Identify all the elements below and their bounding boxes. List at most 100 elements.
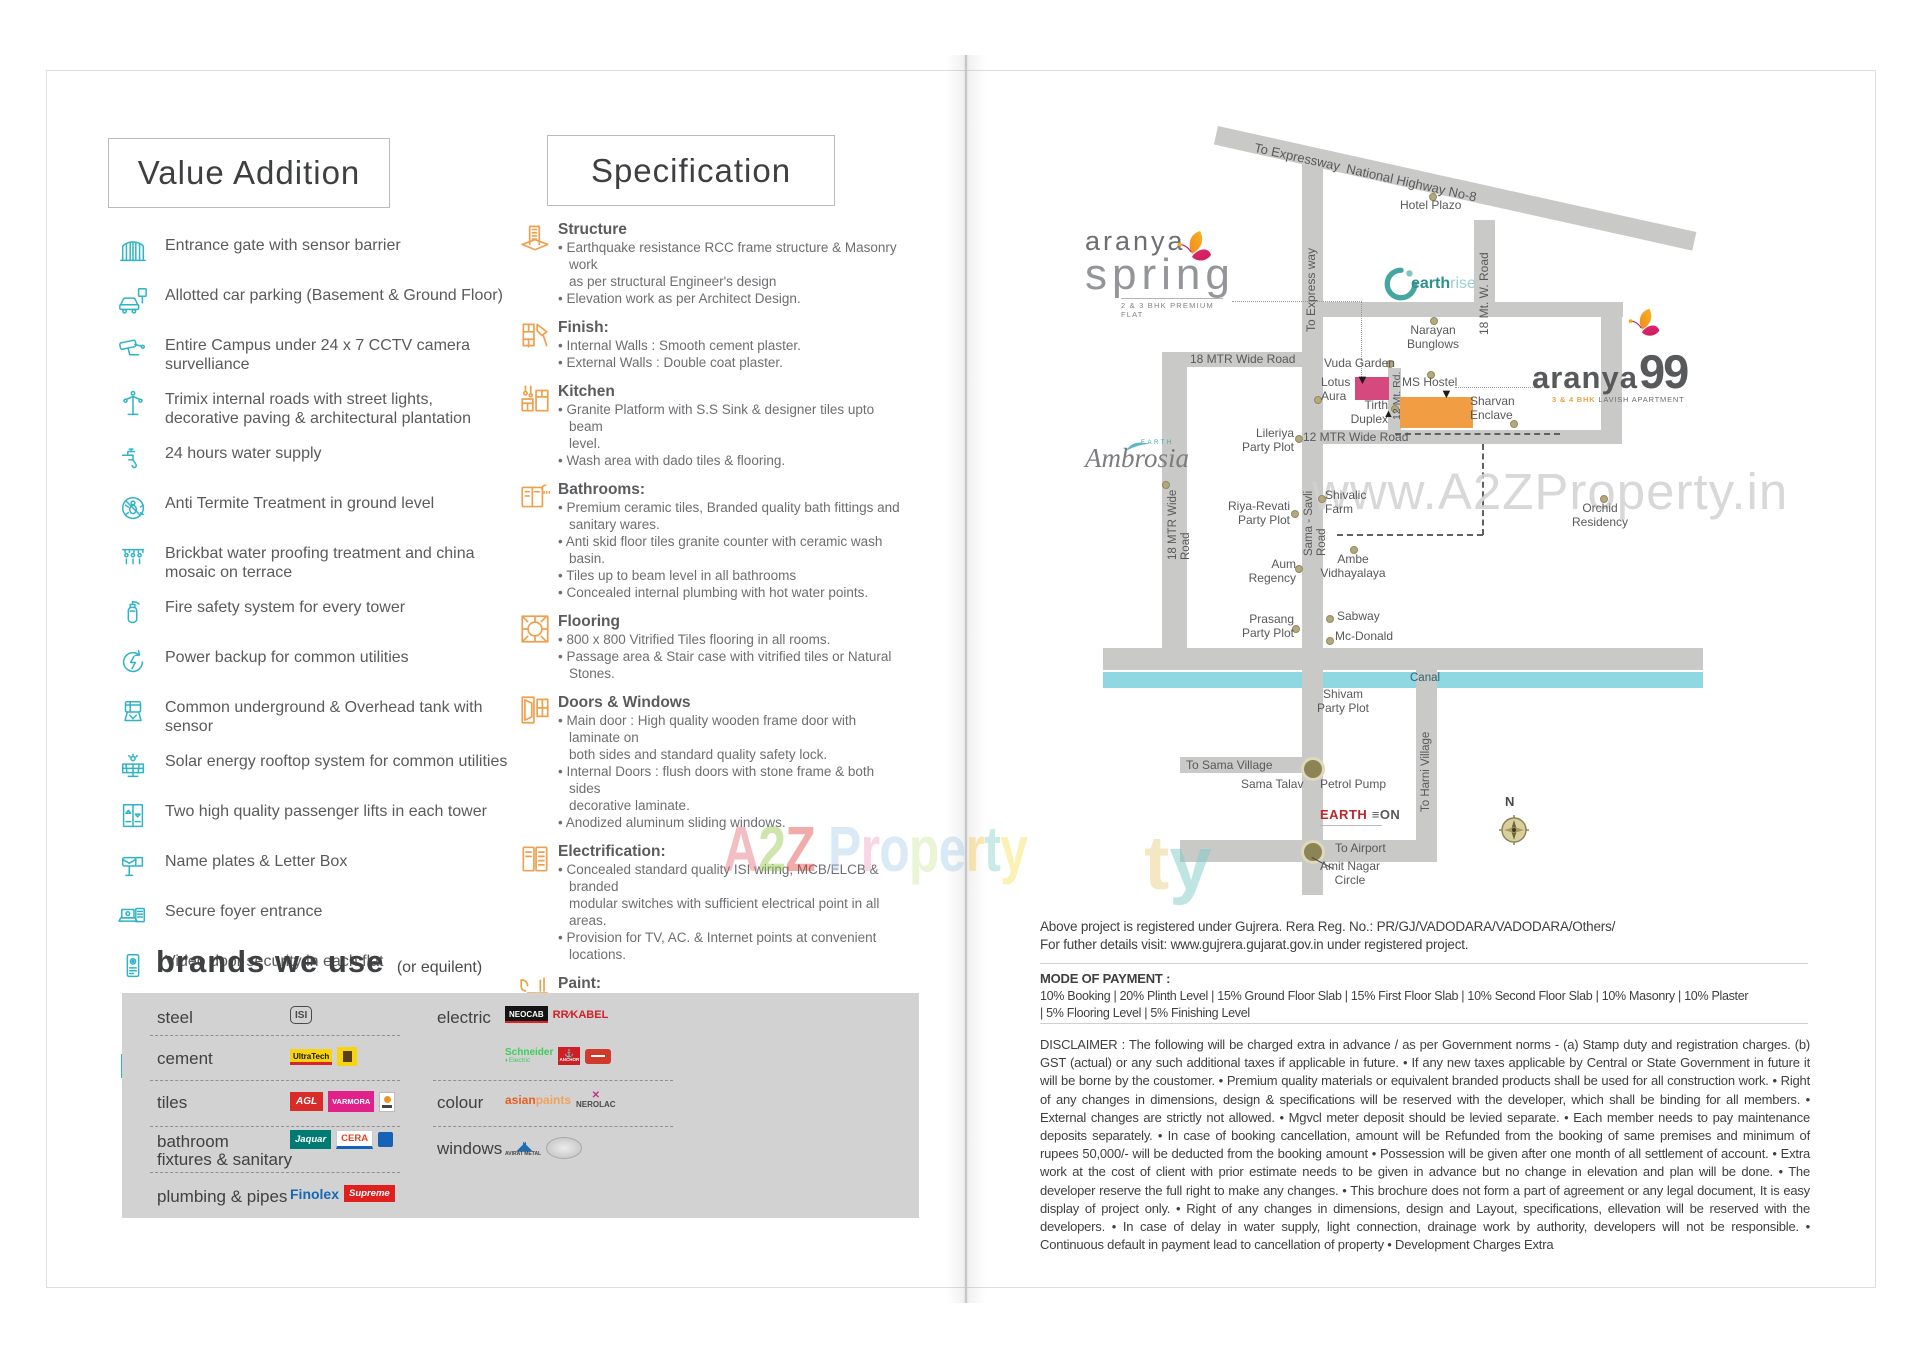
spec-section-heading: Paint: <box>558 975 602 992</box>
disclaimer-text: DISCLAIMER : The following will be charg… <box>1040 1037 1810 1253</box>
solar-panel-icon <box>118 751 148 786</box>
map-label-canal: Canal <box>1410 672 1441 684</box>
rera-registration-line1: Above project is registered under Gujrer… <box>1040 919 1616 934</box>
brand-logo-varmora: VARMORA <box>328 1091 375 1112</box>
spec-bullet: • Concealed internal plumbing with hot w… <box>558 585 869 600</box>
brand-logo-row: Schneider◐Electric⚓ANCHOR <box>505 1047 612 1065</box>
map-label-18mtr-wide-road-h: 18 MTR Wide Road <box>1190 352 1296 366</box>
butterfly-icon <box>1628 308 1660 336</box>
brand-category-label: cement <box>157 1049 213 1068</box>
earthrise-logo-text-b: rise <box>1450 275 1476 292</box>
spec-bullet: • 800 x 800 Vitrified Tiles flooring in … <box>558 632 831 647</box>
brand-logo-oval <box>546 1137 583 1159</box>
ambrosia-wave-icon <box>1126 442 1150 451</box>
brand-category-label: windows <box>437 1139 503 1158</box>
map-label-shivam-party-plot: Shivam Party Plot <box>1316 687 1370 715</box>
dashed-route-bottom <box>1337 534 1483 536</box>
footer-block: Above project is registered under Gujrer… <box>1040 918 1810 1254</box>
road-to-sama-village <box>1180 757 1303 773</box>
value-addition-item: Video door security in each flat <box>118 953 538 986</box>
map-label-12mtr-wide-road-h: 12 MTR Wide Road <box>1303 430 1409 444</box>
map-landmark-dot <box>1295 565 1303 573</box>
dotted-leader-spring-v <box>1361 301 1362 377</box>
structure-icon <box>518 220 552 307</box>
footer-divider-1 <box>1040 963 1808 964</box>
map-landmark-dot <box>1326 637 1334 645</box>
value-addition-title: Value Addition <box>137 154 361 191</box>
value-addition-item-text: Anti Termite Treatment in ground level <box>165 495 435 512</box>
brand-category-label: tiles <box>157 1093 188 1112</box>
map-label-sabway: Sabway <box>1337 609 1380 623</box>
value-addition-item: Entire Campus under 24 x 7 CCTV camera s… <box>118 337 538 374</box>
waterproofing-icon <box>118 543 148 582</box>
specification-title-box: Specification <box>547 135 835 206</box>
map-label-lileriya-party-plot: Lileriya Party Plot <box>1241 426 1294 454</box>
map-label-lotus-aura: Lotus Aura <box>1321 375 1351 403</box>
watermark-corner: ty <box>1144 821 1212 906</box>
spec-bullet: • Internal Walls : Smooth cement plaster… <box>558 338 801 353</box>
flooring-icon <box>518 612 552 682</box>
value-addition-item-text: Brickbat water proofing treatment and ch… <box>165 545 475 581</box>
brands-heading: brands we use (or equilent) <box>156 944 482 980</box>
map-landmark-dot <box>1295 435 1303 443</box>
value-addition-title-box: Value Addition <box>108 138 390 208</box>
aranya-99-logo: aranya99 3 & 4 BHK LAVISH APARTMENT <box>1532 308 1707 404</box>
dotted-leader-aranya99 <box>1455 387 1537 388</box>
ambrosia-logo-top-text: EARTH <box>1141 440 1174 446</box>
secure-foyer-icon <box>118 901 148 936</box>
value-addition-item: Name plates & Letter Box <box>118 853 538 886</box>
aranya99-site-marker-icon: ▼ <box>1440 386 1453 401</box>
spec-section-heading: Finish: <box>558 319 609 336</box>
watermark-map: www.A2ZProperty.in <box>1312 463 1789 520</box>
value-addition-item-text: Solar energy rooftop system for common u… <box>165 753 508 770</box>
spec-section: Finish: • Internal Walls : Smooth cement … <box>518 318 938 371</box>
spring-site-marker-icon: ▼ <box>1356 372 1369 387</box>
letter-box-icon <box>118 851 148 886</box>
water-tank-icon <box>118 697 148 736</box>
map-landmark-dot <box>1427 371 1435 379</box>
map-landmark-dot <box>1391 405 1399 413</box>
brand-logo-row: ISI <box>290 1006 313 1024</box>
eartheon-logo-text-b: ≡ON <box>1371 807 1401 822</box>
map-label-compass-n: N <box>1505 794 1515 809</box>
map-label-riya-revati-party-plot: Riya-Revati Party Plot <box>1228 499 1291 527</box>
map-landmark-dot <box>1318 495 1326 503</box>
power-backup-icon <box>118 647 148 682</box>
road-canal-side <box>1103 648 1703 670</box>
value-addition-item: Common underground & Overhead tank with … <box>118 699 538 736</box>
map-landmark-dot <box>1291 510 1299 518</box>
map-label-mc-donald: Mc-Donald <box>1335 629 1394 643</box>
map-label-hotel-plazo: Hotel Plazo <box>1400 198 1462 212</box>
brands-qualifier: (or equilent) <box>396 959 483 976</box>
road-to-airport <box>1180 840 1418 862</box>
brands-row-divider <box>150 1080 400 1081</box>
site-aranya-spring <box>1355 377 1389 400</box>
map-landmark-dot <box>1292 625 1300 633</box>
brand-logo-agl: AGL <box>290 1092 324 1111</box>
kitchen-icon <box>518 382 552 469</box>
brand-category-label: colour <box>437 1093 484 1112</box>
brand-logo-cement2 <box>337 1047 358 1066</box>
value-addition-item-text: Name plates & Letter Box <box>165 853 348 870</box>
eartheon-logo-bar <box>1320 825 1382 826</box>
value-addition-item-text: Video door security in each flat <box>165 953 384 970</box>
spring-logo-tagline: 2 & 3 BHK PREMIUM FLAT <box>1121 298 1223 319</box>
spec-bullet: • Elevation work as per Architect Design… <box>558 291 801 306</box>
spec-bullet: • Concealed standard quality ISI wiring,… <box>558 862 880 928</box>
spec-bullet: • Tiles up to beam level in all bathroom… <box>558 568 797 583</box>
page-fold-line <box>965 55 967 1303</box>
map-landmark-dot <box>1430 317 1438 325</box>
map-label-to-airport: To Airport <box>1335 841 1386 855</box>
map-label-ambe-vidhayalaya: Ambe Vidhayalaya <box>1320 552 1386 580</box>
brand-logo-elecred <box>585 1048 612 1064</box>
value-addition-item: Two high quality passenger lifts in each… <box>118 803 538 836</box>
spring-logo-line2: spring <box>1085 250 1235 299</box>
spec-bullet: • Provision for TV, AC. & Internet point… <box>558 930 877 962</box>
map-label-aum-regency: Aum Regency <box>1248 557 1296 585</box>
brand-logo-cera: CERA <box>336 1130 374 1149</box>
spec-section: Bathrooms:• Premium ceramic tiles, Brand… <box>518 480 938 601</box>
